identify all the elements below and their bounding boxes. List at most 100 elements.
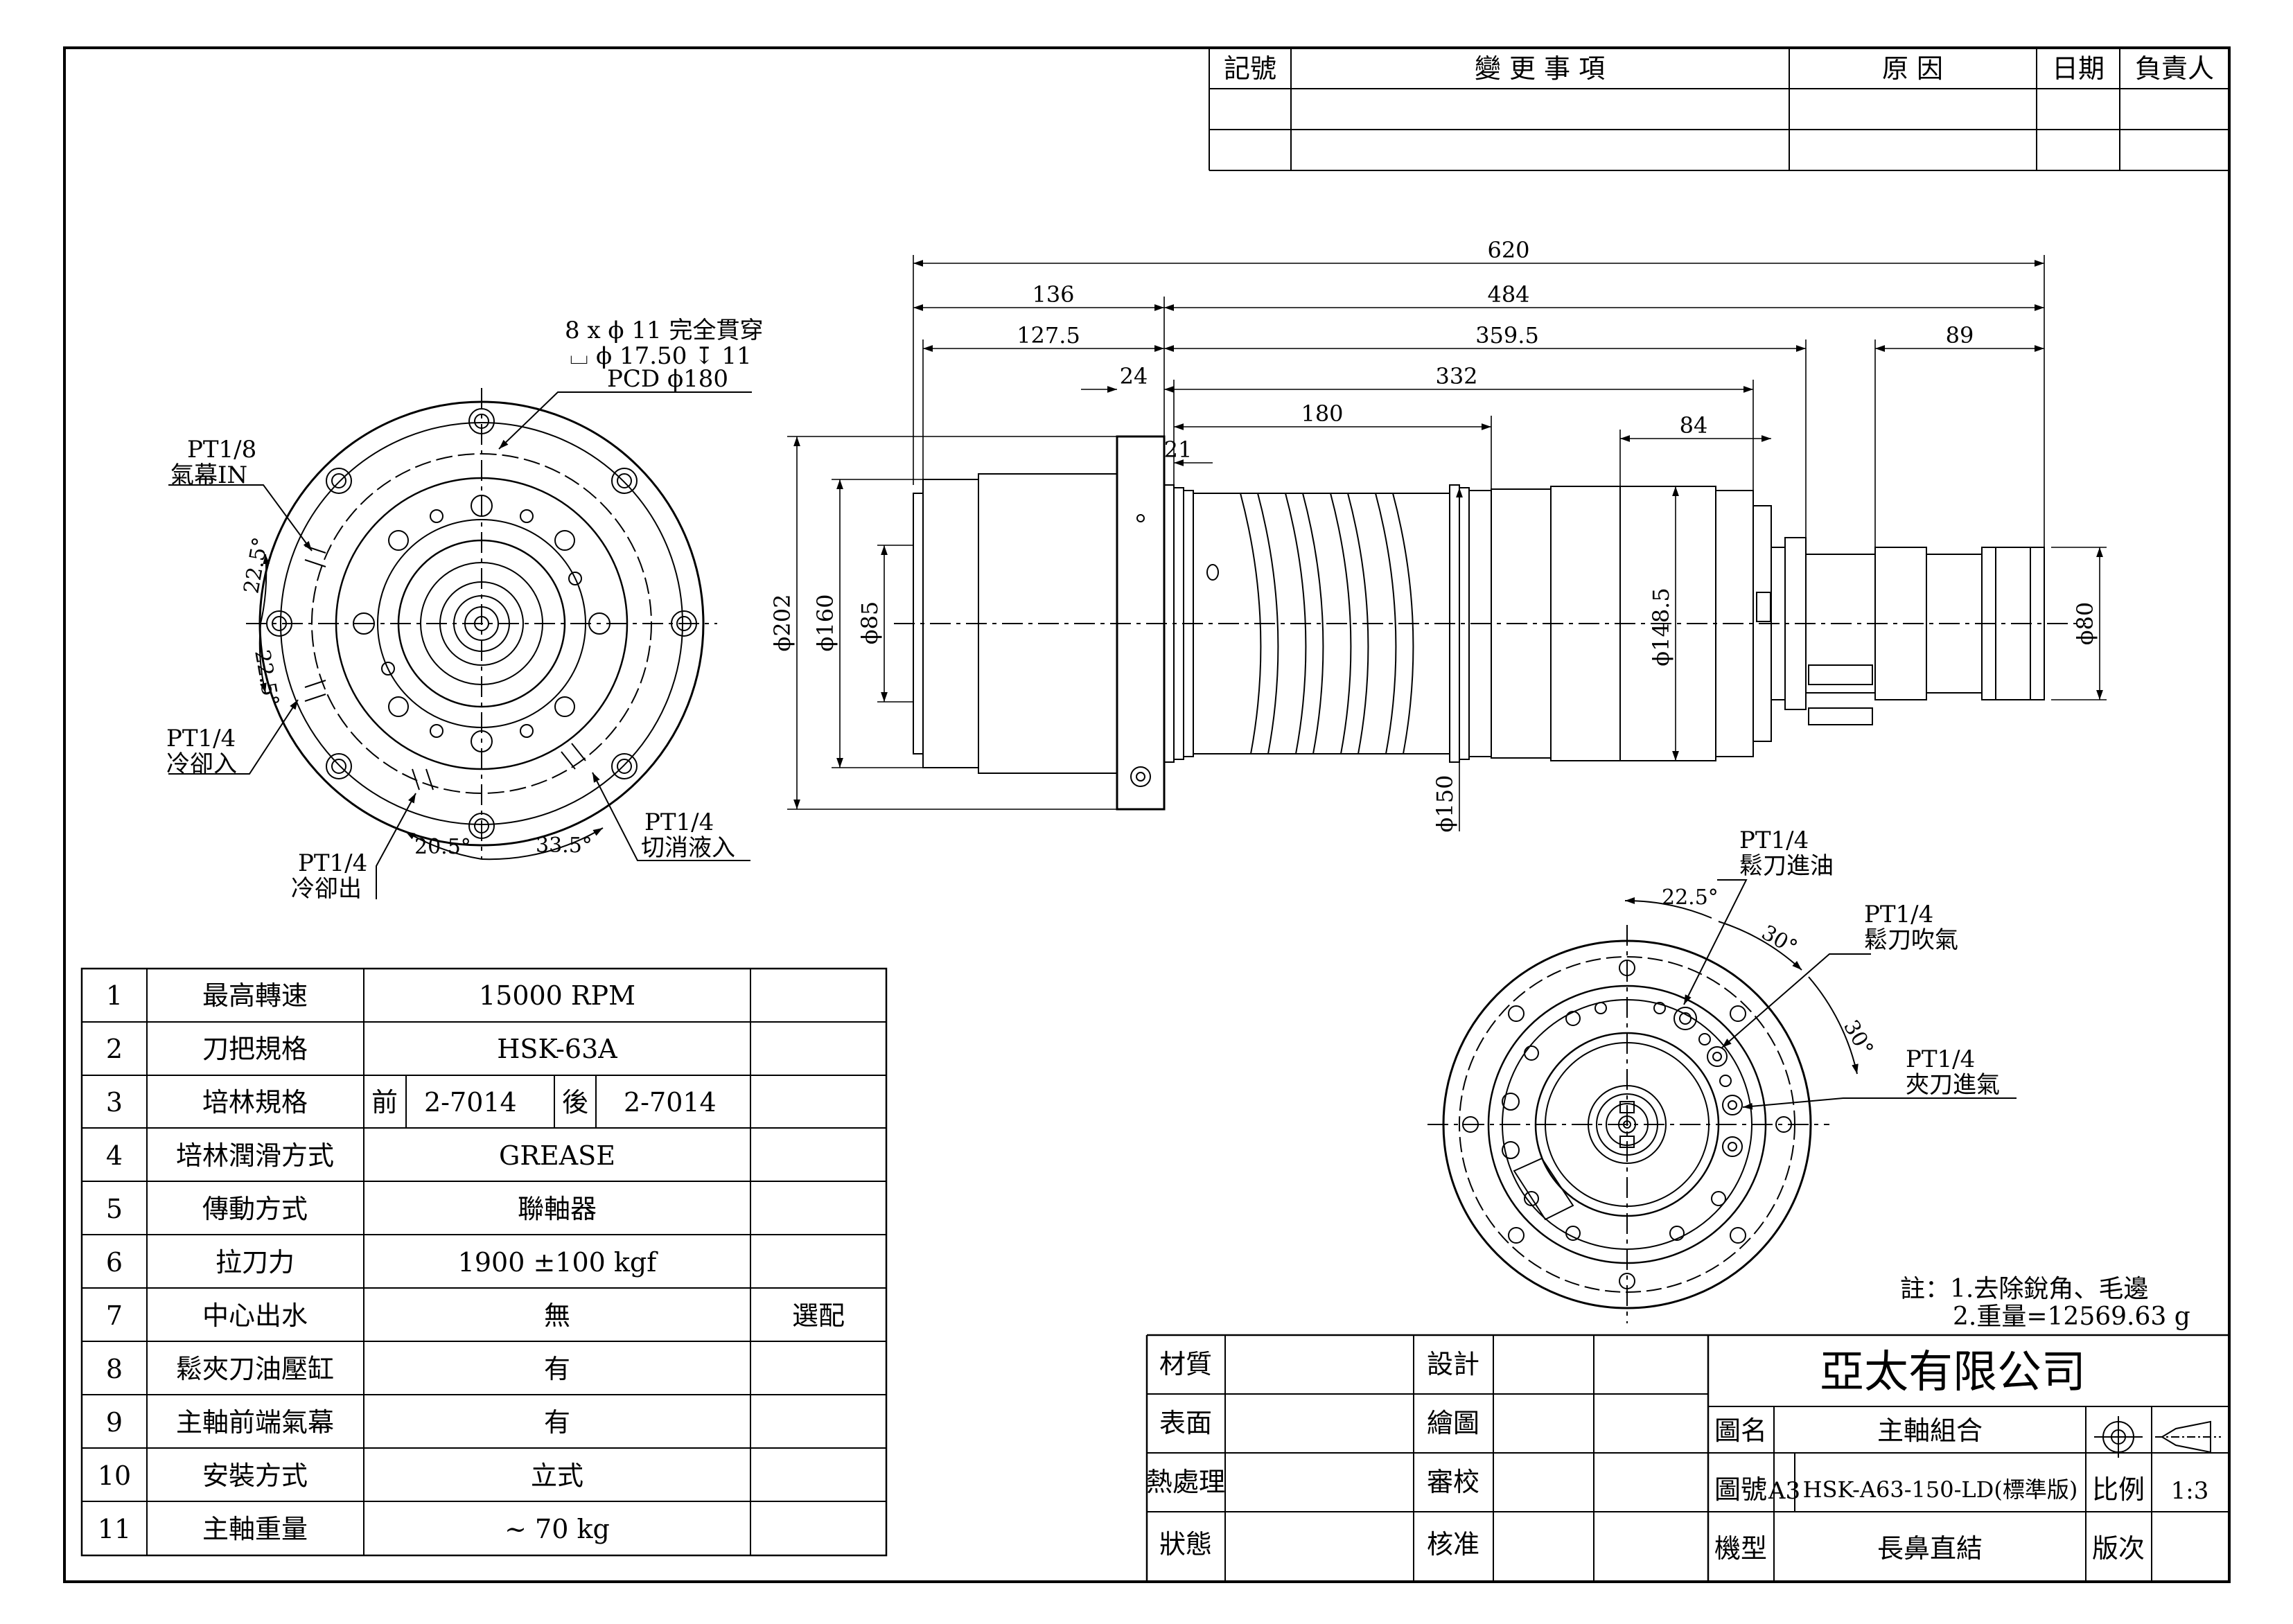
port-release-air-label: 鬆刀吹氣 [1864, 926, 1958, 954]
angle-front-1: 22.5° [239, 536, 273, 596]
angle-rear-1: 22.5° [1662, 885, 1719, 910]
spec-table [80, 967, 888, 1557]
angle-front-2: 22.5° [249, 648, 283, 708]
tb-heat-label: 熱處理 [1146, 1467, 1225, 1497]
spec-row-value: 有 [544, 1407, 570, 1438]
dim-620: 620 [1487, 237, 1529, 263]
spec-row-value: 有 [544, 1354, 570, 1384]
dim-dia-85: ϕ85 [856, 601, 883, 645]
spec-row-no: 2 [106, 1034, 123, 1064]
tb-check-label: 審校 [1427, 1467, 1479, 1497]
hole-note-line2: ⌴ ϕ 17.50 ↧ 11 [570, 342, 752, 370]
hole-note-line1: 8 x ϕ 11 完全貫穿 [565, 317, 763, 344]
port-cut-in-label: 切消液入 [641, 834, 735, 862]
spec-row-item: 刀把規格 [202, 1034, 308, 1064]
spec-row-value: 無 [544, 1300, 570, 1331]
angle-rear-3: 30° [1838, 1016, 1878, 1061]
spec-row-value: 立式 [531, 1460, 583, 1491]
tb-design-label: 設計 [1427, 1349, 1479, 1379]
spec-row-item: 主軸前端氣幕 [176, 1407, 334, 1438]
port-release-oil-label: 鬆刀進油 [1739, 852, 1834, 880]
note-line1: 註：1.去除銳角、毛邊 [1900, 1275, 2148, 1303]
spec-row-rear-label: 後 [562, 1087, 588, 1118]
dim-dia-202: ϕ202 [769, 594, 796, 652]
dim-dia-80: ϕ80 [2072, 602, 2098, 646]
port-cool-out-size: PT1/4 [298, 849, 367, 877]
rev-header-mark: 記號 [1224, 53, 1276, 84]
spec-row-no: 9 [106, 1407, 123, 1438]
spec-row-no: 6 [106, 1247, 123, 1278]
dim-dia-160: ϕ160 [812, 594, 838, 652]
port-release-air-size: PT1/4 [1864, 901, 1933, 928]
tb-drawing-name: 主軸組合 [1877, 1415, 1983, 1446]
dim-127-5: 127.5 [1017, 322, 1080, 348]
spec-row-item: 拉刀力 [216, 1247, 295, 1278]
spec-row-value: 聯軸器 [518, 1194, 597, 1224]
dim-dia-150: ϕ150 [1432, 775, 1458, 833]
spec-row-no: 8 [106, 1354, 123, 1384]
dim-484: 484 [1487, 281, 1529, 308]
port-clamp-air-size: PT1/4 [1906, 1045, 1975, 1073]
rear-view [1427, 925, 1829, 1323]
tb-approve-label: 核准 [1427, 1529, 1479, 1560]
spec-row-value: HSK-63A [497, 1034, 617, 1064]
spec-row-value: 1900 ±100 kgf [458, 1247, 659, 1278]
spec-row-front-value: 2-7014 [424, 1087, 517, 1118]
spec-row-item: 培林潤滑方式 [176, 1140, 334, 1171]
spec-row-no: 4 [106, 1140, 123, 1171]
spec-row-no: 10 [98, 1460, 131, 1491]
dim-dia-148-5: ϕ148.5 [1648, 588, 1674, 666]
dim-89: 89 [1946, 322, 1974, 348]
angle-front-3: 20.5° [414, 835, 471, 859]
revision-table [1209, 48, 2229, 171]
spec-row-item: 傳動方式 [202, 1194, 308, 1224]
title-block [1145, 1334, 2229, 1582]
rev-header-owner: 負責人 [2135, 53, 2214, 84]
spec-row-no: 7 [106, 1300, 123, 1331]
tb-surface-label: 表面 [1159, 1408, 1212, 1438]
spec-row-item: 最高轉速 [202, 980, 308, 1011]
note-line2: 2.重量=12569.63 g [1953, 1303, 2190, 1331]
spec-row-value: 15000 RPM [479, 980, 635, 1011]
port-air-curtain-label: 氣幕IN [170, 461, 247, 489]
tb-company: 亞太有限公司 [1820, 1347, 2086, 1398]
angle-rear-2: 30° [1757, 921, 1802, 960]
rev-header-date: 日期 [2052, 53, 2105, 84]
tb-scale: 1:3 [2171, 1477, 2209, 1505]
spec-row-item: 主軸重量 [202, 1514, 308, 1544]
tb-sheet-size: A3 [1768, 1477, 1800, 1505]
tb-material-label: 材質 [1159, 1349, 1212, 1379]
dim-21: 21 [1164, 436, 1193, 463]
spec-row-item: 培林規格 [202, 1087, 308, 1118]
dim-136: 136 [1032, 281, 1074, 308]
tb-draw-label: 繪圖 [1427, 1408, 1479, 1438]
angle-front-4: 33.5° [536, 833, 592, 858]
side-view [894, 435, 2086, 811]
tb-version-label: 版次 [2092, 1533, 2145, 1564]
spec-row-item: 鬆夾刀油壓缸 [176, 1354, 334, 1384]
port-cool-out-label: 冷卻出 [291, 875, 362, 903]
port-air-curtain-size: PT1/8 [187, 436, 256, 464]
dim-24: 24 [1120, 363, 1148, 389]
spec-row-no: 11 [98, 1514, 131, 1544]
dim-84: 84 [1680, 412, 1708, 439]
port-cool-in-label: 冷卻入 [166, 750, 237, 778]
spec-row-no: 5 [106, 1194, 123, 1224]
rev-header-reason: 原 因 [1882, 53, 1943, 84]
spec-row-rear-value: 2-7014 [624, 1087, 717, 1118]
dim-359-5: 359.5 [1475, 322, 1539, 348]
tb-model-label: 機型 [1714, 1533, 1767, 1564]
spec-row-value: GREASE [499, 1140, 615, 1171]
spec-row-item: 安裝方式 [202, 1460, 308, 1491]
port-clamp-air-label: 夾刀進氣 [1906, 1071, 2000, 1099]
spec-row-no: 3 [106, 1087, 123, 1118]
rev-header-change: 變 更 事 項 [1475, 53, 1605, 84]
dim-332: 332 [1435, 363, 1477, 389]
tb-state-label: 狀態 [1159, 1529, 1212, 1560]
front-view [246, 388, 717, 859]
tb-drawing-name-label: 圖名 [1714, 1415, 1767, 1446]
tb-drawing-no: HSK-A63-150-LD(標準版) [1803, 1476, 2078, 1503]
spec-row-item: 中心出水 [202, 1300, 308, 1331]
